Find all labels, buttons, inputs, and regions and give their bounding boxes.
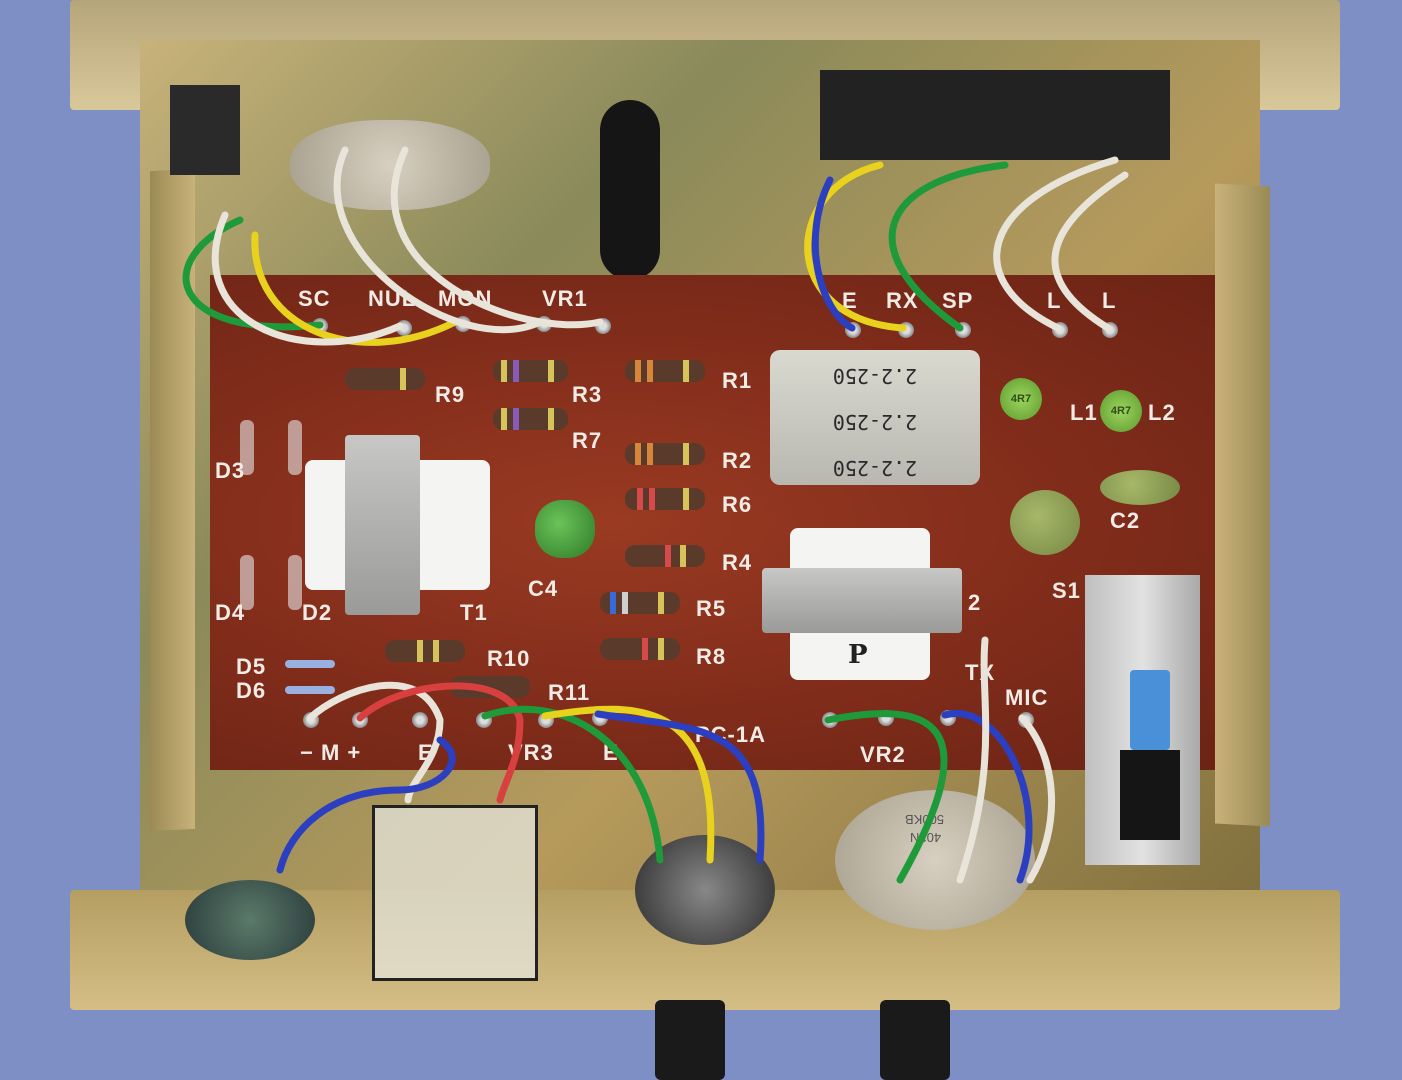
label-r11: R11 bbox=[548, 680, 591, 705]
label-e-top: E bbox=[842, 288, 858, 313]
label-c4: C4 bbox=[528, 576, 559, 601]
diode-d1 bbox=[288, 420, 302, 475]
label-l2-terminal: L bbox=[1102, 288, 1117, 313]
transformer-t2-core bbox=[762, 568, 962, 633]
label-m: − M + bbox=[300, 740, 362, 765]
knob-right bbox=[880, 1000, 950, 1080]
mic-connector bbox=[185, 880, 315, 960]
resistor-r2 bbox=[625, 443, 705, 465]
capacitor-olive bbox=[1010, 490, 1080, 555]
label-r1: R1 bbox=[722, 368, 753, 393]
inductor-l2: 4R7 bbox=[1100, 390, 1142, 432]
label-r8: R8 bbox=[696, 644, 727, 669]
diode-d4 bbox=[240, 555, 254, 610]
pad-e bbox=[412, 712, 428, 728]
label-r2: R2 bbox=[722, 448, 753, 473]
meter bbox=[372, 805, 538, 981]
inductor-c3-region: 4R7 bbox=[1000, 378, 1042, 420]
resistor-r11 bbox=[450, 676, 530, 698]
switch-actuator bbox=[1130, 670, 1170, 750]
resistor-r9 bbox=[345, 368, 425, 390]
knob-left bbox=[655, 1000, 725, 1080]
diode-d3 bbox=[240, 420, 254, 475]
resistor-r6 bbox=[625, 488, 705, 510]
label-r7: R7 bbox=[572, 428, 603, 453]
label-r4: R4 bbox=[722, 550, 753, 575]
resistor-r1 bbox=[625, 360, 705, 382]
label-mic: MIC bbox=[1005, 685, 1049, 710]
resistor-r10 bbox=[385, 640, 465, 662]
label-c2: C2 bbox=[1110, 508, 1141, 533]
label-s1: S1 bbox=[1052, 578, 1081, 603]
transformer-t1-core bbox=[345, 435, 420, 615]
label-l1: L1 bbox=[1070, 400, 1098, 425]
label-vr1: VR1 bbox=[542, 286, 588, 311]
label-rx: RX bbox=[886, 288, 919, 313]
switch-body bbox=[1120, 750, 1180, 840]
t2-marking: P bbox=[848, 640, 868, 670]
label-d6: D6 bbox=[236, 678, 267, 703]
switch-s1 bbox=[1085, 575, 1200, 865]
resistor-r8 bbox=[600, 638, 680, 660]
resistor-r4 bbox=[625, 545, 705, 567]
power-cable bbox=[600, 100, 660, 280]
label-vr2: VR2 bbox=[860, 742, 906, 767]
label-sp: SP bbox=[942, 288, 974, 313]
film-capacitor: 2.2-250 2.2-250 2.2-250 bbox=[770, 350, 980, 485]
label-sc: SC bbox=[298, 286, 331, 311]
terminal-block bbox=[170, 85, 240, 175]
diode-d6 bbox=[285, 686, 335, 694]
label-d3: D3 bbox=[215, 458, 246, 483]
label-l2: L2 bbox=[1148, 400, 1176, 425]
label-t2: 2 bbox=[968, 590, 982, 615]
capacitor-c2 bbox=[1100, 470, 1180, 505]
label-r3: R3 bbox=[572, 382, 603, 407]
jack-strip bbox=[820, 70, 1170, 160]
label-d2: D2 bbox=[302, 600, 333, 625]
label-r6: R6 bbox=[722, 492, 753, 517]
resistor-r3 bbox=[493, 360, 568, 382]
label-tx: TX bbox=[965, 660, 996, 685]
label-r9: R9 bbox=[435, 382, 466, 407]
resistor-r5 bbox=[600, 592, 680, 614]
label-r5: R5 bbox=[696, 596, 727, 621]
resistor-r7 bbox=[493, 408, 568, 430]
label-t1: T1 bbox=[460, 600, 488, 625]
diode-d5 bbox=[285, 660, 335, 668]
vr1-potentiometer bbox=[290, 120, 490, 210]
label-d4: D4 bbox=[215, 600, 246, 625]
label-l1-terminal: L bbox=[1047, 288, 1062, 313]
label-d5: D5 bbox=[236, 654, 267, 679]
label-r10: R10 bbox=[487, 646, 531, 671]
capacitor-c4 bbox=[535, 500, 595, 558]
diode-d2 bbox=[288, 555, 302, 610]
